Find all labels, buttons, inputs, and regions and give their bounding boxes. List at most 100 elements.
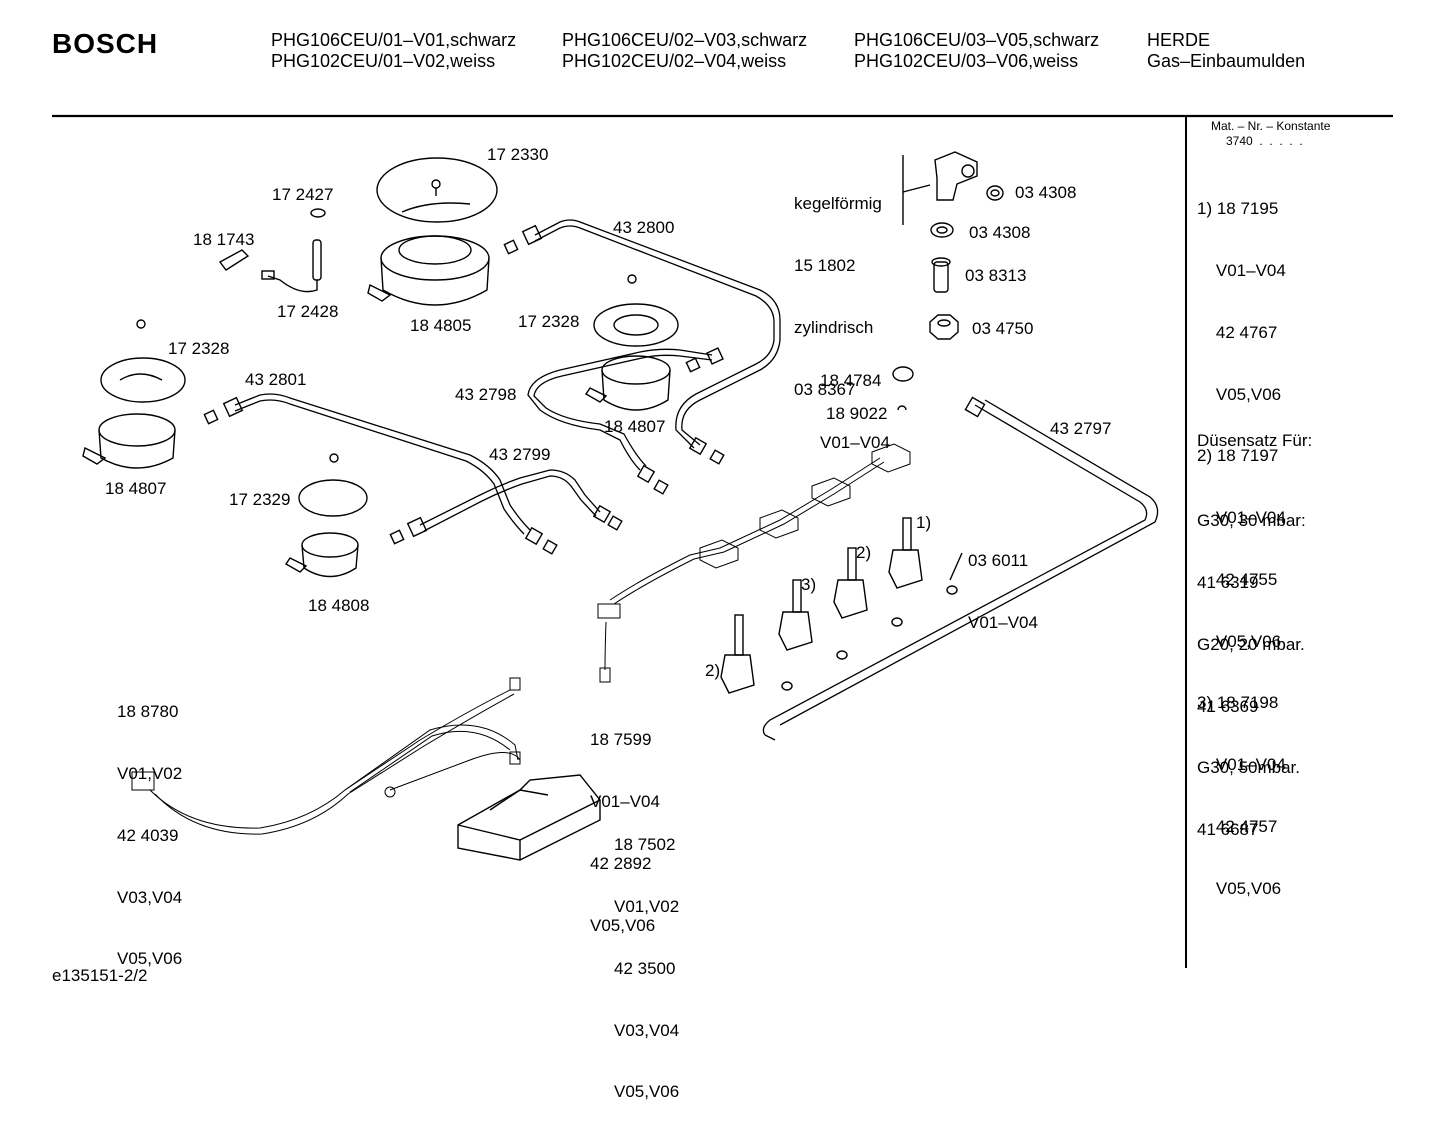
label-line: 15 1802 (794, 255, 856, 275)
nozzle-title: Düsensatz Für: (1197, 431, 1313, 450)
category-line: HERDE (1147, 30, 1211, 50)
tube-fittings (203, 224, 986, 555)
part-label: 18 4784 V01–V04 (820, 330, 890, 474)
label-line: 18 8780 (117, 702, 179, 722)
part-label: 17 2328 (518, 312, 580, 331)
clip-18-9022 (897, 405, 907, 411)
part-label: 18 4805 (410, 316, 472, 335)
model-line: PHG106CEU/03–V05,schwarz (854, 30, 1100, 50)
label-line: V05,V06 (117, 949, 183, 969)
note-line: V05,V06 (1197, 384, 1282, 404)
note-list: 1) 18 7195 V01–V04 42 4767 V05,V06 2) 18… (1197, 158, 1286, 920)
ignition-cable-18-8780 (131, 677, 521, 835)
label-line: 18 7502 (614, 835, 676, 855)
nozzle-line: 41 6687 (1197, 820, 1259, 840)
gas-tubes (234, 219, 1159, 741)
part-label: 17 2427 (272, 185, 334, 204)
brand-logo: BOSCH (52, 28, 159, 59)
label-line: V01–V04 (590, 791, 660, 811)
spark-generator-18-7502 (457, 774, 601, 861)
mat-title: Mat. – Nr. – Konstante (1211, 119, 1331, 133)
part-label: 18 4808 (308, 596, 370, 615)
part-label: 03 4750 (972, 319, 1034, 338)
part-label: 03 4308 (1015, 183, 1077, 202)
note-line: 42 4767 (1197, 322, 1278, 342)
part-label: 18 1743 (193, 230, 255, 249)
label-line: 42 3500 (614, 958, 676, 978)
note-line: 42 4755 (1197, 569, 1278, 589)
part-label: 17 2329 (229, 490, 291, 509)
note-line: V01–V04 (1197, 508, 1286, 528)
burner-small (285, 453, 368, 578)
note-line: 42 4757 (1197, 817, 1278, 836)
label-line: V01,V02 (117, 763, 183, 783)
note-marker: 2) (856, 543, 872, 562)
gas-taps (720, 517, 963, 694)
part-label: 18 7502 V01,V02 42 3500 V03,V04 V05,V06 (614, 794, 679, 1124)
nozzle-line: 41 6369 (1197, 696, 1259, 716)
nozzle-line: G20, 20 mbar. (1197, 634, 1305, 654)
ignition-switch-harness (597, 443, 911, 683)
part-label: 43 2801 (245, 370, 307, 389)
part-label: 18 8780 V01,V02 42 4039 V03,V04 V05,V06 (117, 661, 182, 991)
note-line: V01–V04 (1197, 755, 1286, 775)
nozzle-line: 41 6319 (1197, 572, 1259, 592)
label-line: 03 6011 (968, 551, 1029, 571)
label-line: V01–V04 (968, 612, 1038, 632)
category-line: Gas–Einbaumulden (1147, 51, 1306, 71)
note-line: 3) 18 7198 (1197, 693, 1279, 713)
label-line: kegelförmig (794, 194, 882, 214)
footer-id: e135151-2/2 (52, 966, 148, 985)
label-line: V01–V04 (820, 432, 890, 452)
note-line: V05,V06 (1197, 878, 1282, 898)
model-line: PHG106CEU/01–V01,schwarz (271, 30, 517, 50)
label-line: V05,V06 (614, 1082, 680, 1102)
note-marker: 3) (801, 575, 817, 594)
part-label: 17 2328 (168, 339, 230, 358)
label-line: 18 4784 (820, 371, 882, 391)
label-line: 03 8367 (794, 379, 856, 399)
nozzle-list: G30, 30 mbar: 41 6319 G20, 20 mbar. 41 6… (1197, 470, 1306, 861)
note-marker: 2) (705, 661, 721, 680)
label-line: 42 2892 (590, 853, 652, 873)
part-label: 03 8313 (965, 266, 1027, 285)
part-label-cone: kegelförmig 15 1802 zylindrisch 03 8367 (794, 153, 882, 421)
model-line: PHG102CEU/01–V02,weiss (271, 51, 496, 71)
label-line: V05,V06 (590, 915, 656, 935)
models-col-2: PHG106CEU/02–V03,schwarz PHG102CEU/02–V0… (562, 30, 807, 72)
part-label: 18 4807 (105, 479, 167, 498)
part-label: 43 2798 (455, 385, 517, 404)
part-label: 43 2800 (613, 218, 675, 237)
part-label: 03 4308 (969, 223, 1031, 242)
models-col-3: PHG106CEU/03–V05,schwarz PHG102CEU/03–V0… (854, 30, 1099, 72)
exploded-parts-diagram (52, 114, 1393, 968)
model-line: PHG106CEU/02–V03,schwarz (562, 30, 808, 50)
label-line: V01,V02 (614, 896, 680, 916)
note-line: V01–V04 (1197, 260, 1286, 280)
note-marker: 1) (916, 513, 932, 532)
label-line: zylindrisch (794, 317, 874, 337)
burner-left (82, 319, 186, 469)
label-line: V03,V04 (117, 887, 183, 907)
category: HERDE Gas–Einbaumulden (1147, 30, 1305, 72)
label-line: V03,V04 (614, 1020, 680, 1040)
burner-right (585, 274, 679, 411)
nozzle-line: G30, 30 mbar: (1197, 511, 1306, 531)
note-line: 1) 18 7195 (1197, 199, 1279, 219)
part-label: 18 4807 (604, 417, 666, 436)
elbow-fitting (902, 151, 1004, 340)
model-line: PHG102CEU/03–V06,weiss (854, 51, 1079, 71)
models-col-1: PHG106CEU/01–V01,schwarz PHG102CEU/01–V0… (271, 30, 516, 72)
label-line: 18 7599 (590, 730, 652, 750)
part-label: 17 2428 (277, 302, 339, 321)
part-label: 18 7599 V01–V04 42 2892 V05,V06 (590, 689, 660, 957)
nozzle-line: G30, 50mbar. (1197, 758, 1301, 778)
part-label: 03 6011 V01–V04 (968, 510, 1038, 654)
mat-const: 3740 . . . . . (1226, 134, 1303, 148)
note-line: V05,V06 (1197, 631, 1282, 651)
part-label: 17 2330 (487, 145, 549, 164)
label-line: 42 4039 (117, 825, 179, 845)
part-label: 18 9022 (826, 404, 888, 423)
igniter-assembly (218, 208, 326, 293)
grommet-18-4784 (892, 366, 914, 382)
